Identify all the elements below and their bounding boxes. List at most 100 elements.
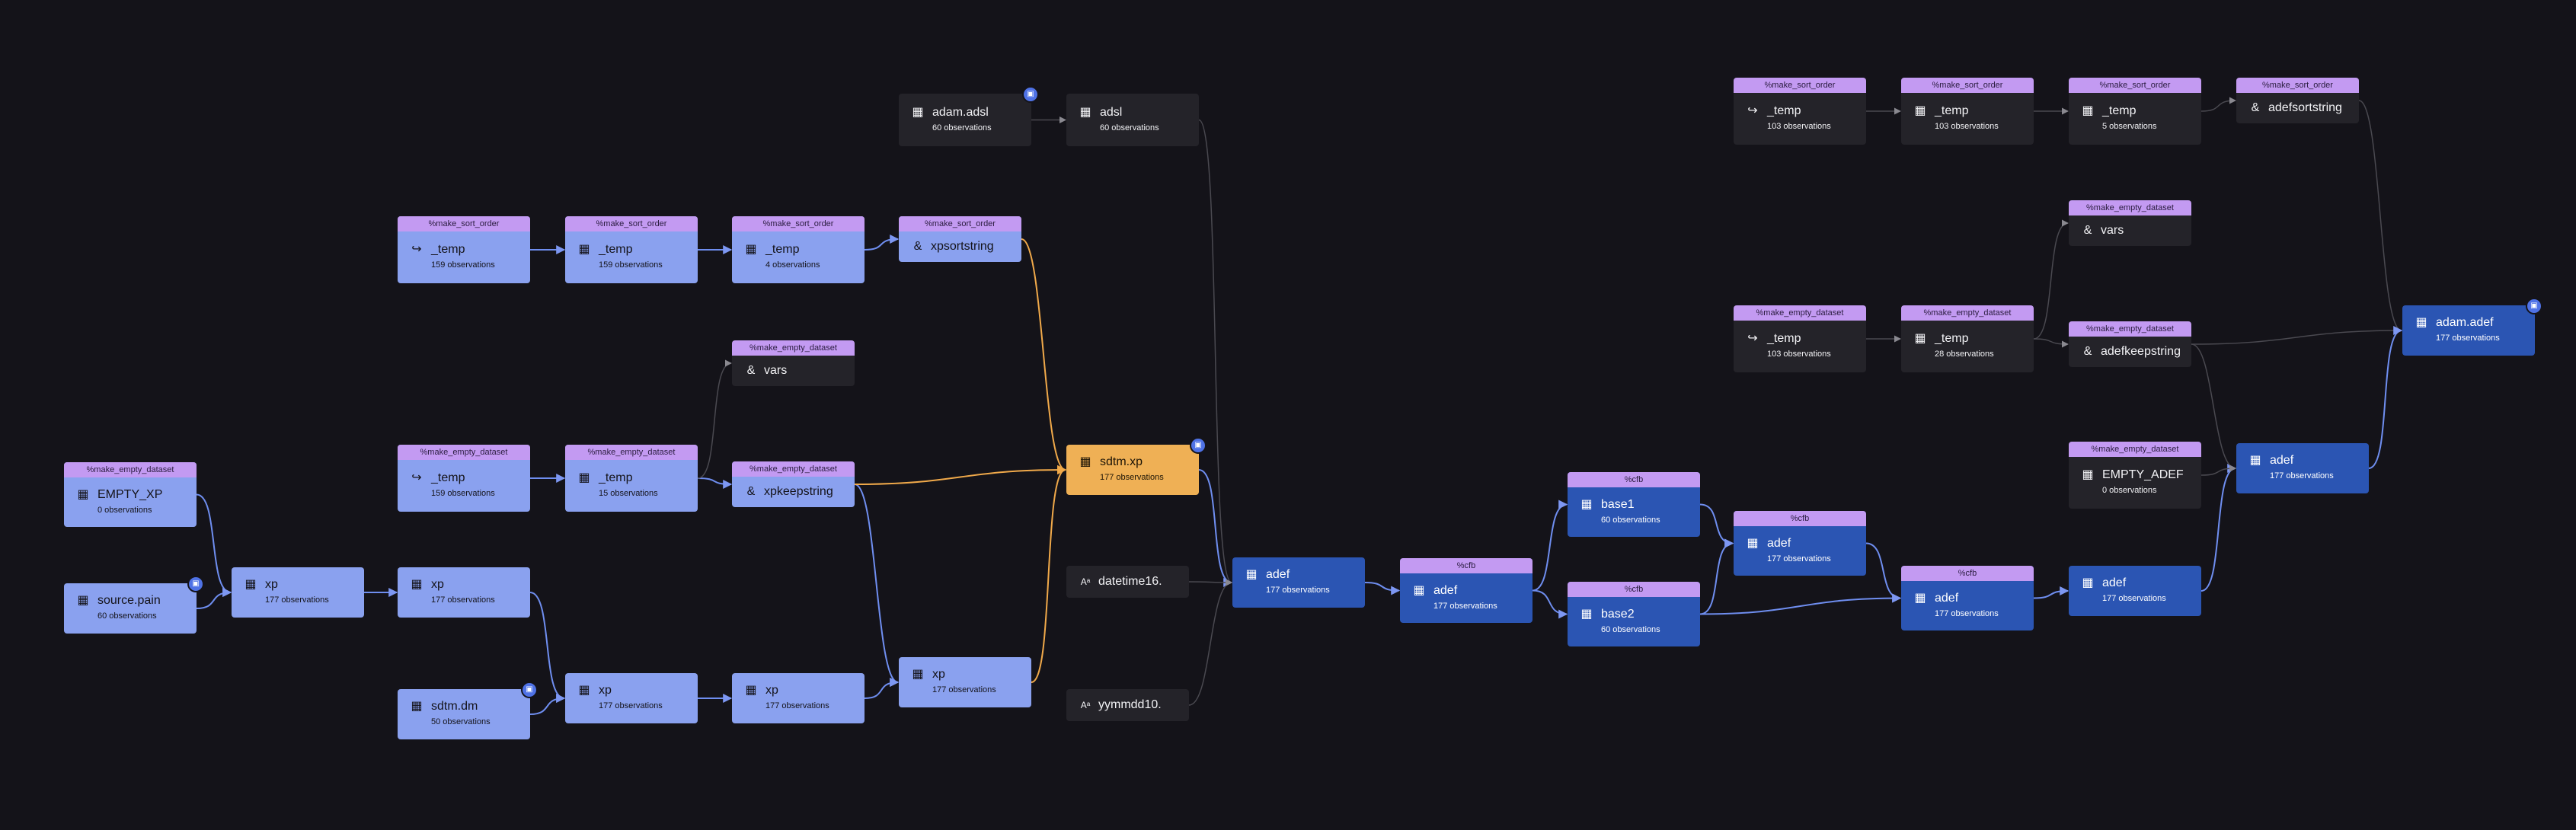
save-icon: ▣ [1190, 437, 1207, 454]
node-observations: 60 observations [1601, 625, 1660, 634]
table-icon: ▦ [745, 684, 757, 697]
edge-n11-n16 [864, 235, 900, 251]
format-icon: Aᵃ [1080, 700, 1091, 710]
table-icon: ▦ [578, 471, 590, 484]
node-xpkeepstring[interactable]: %make_empty_dataset&xpkeepstring [732, 461, 855, 507]
node-name: xp [932, 668, 945, 681]
node-name: _temp [1767, 104, 1801, 117]
table-icon: ▦ [578, 684, 590, 697]
node-observations: 60 observations [97, 611, 157, 621]
ampersand-icon: & [746, 364, 756, 377]
edge-n31-n33 [2033, 219, 2069, 340]
node-observations: 177 observations [1266, 586, 1330, 595]
node-vars[interactable]: %make_empty_dataset&vars [732, 340, 855, 386]
node-name: _temp [599, 471, 633, 484]
node-observations: 103 observations [1935, 122, 1999, 131]
node-observations: 0 observations [97, 506, 152, 515]
edge-n38-n39 [2368, 326, 2403, 469]
table-icon: ▦ [2249, 454, 2261, 467]
edge-n18-n22 [1198, 119, 1232, 586]
node-observations: 177 observations [1935, 609, 1999, 618]
macro-tag: %make_sort_order [1901, 78, 2034, 93]
node-adefsortstring[interactable]: %make_sort_order&adefsortstring [2236, 78, 2359, 123]
node-observations: 159 observations [431, 260, 495, 270]
node-name: _temp [1767, 332, 1801, 345]
node-name: adefsortstring [2268, 101, 2342, 114]
node-name: xpsortstring [931, 240, 994, 253]
edge-n16-n19 [1021, 238, 1067, 474]
file-import-icon: ↪ [1747, 332, 1758, 345]
edge-n25-n29 [1699, 593, 1902, 615]
node-observations: 177 observations [2102, 594, 2166, 603]
edge-n36-n38 [2200, 464, 2237, 592]
node-xpsortstring[interactable]: %make_sort_order&xpsortstring [899, 216, 1021, 262]
macro-tag: %make_empty_dataset [732, 461, 855, 477]
edge-n21-n22 [1188, 579, 1232, 706]
node-name: _temp [2102, 104, 2137, 117]
node-name: adef [1266, 568, 1290, 581]
node-observations: 177 observations [1767, 554, 1831, 563]
ampersand-icon: & [2083, 345, 2092, 358]
node-observations: 177 observations [1433, 602, 1497, 611]
node-observations: 177 observations [765, 701, 829, 710]
edge-n9-n12 [697, 359, 732, 479]
table-icon: ▦ [2082, 576, 2094, 589]
node-observations: 50 observations [431, 717, 491, 726]
save-icon: ▣ [1022, 86, 1039, 103]
node-observations: 159 observations [431, 489, 495, 498]
node-name: sdtm.dm [431, 700, 478, 713]
node-vars[interactable]: %make_empty_dataset&vars [2069, 200, 2191, 246]
table-icon: ▦ [1079, 455, 1091, 468]
macro-tag: %make_sort_order [732, 216, 865, 231]
edge-n31-n34 [2033, 338, 2069, 348]
edge-n26-n29 [1865, 542, 1902, 603]
table-icon: ▦ [411, 578, 423, 591]
node-name: adefkeepstring [2101, 345, 2181, 358]
table-icon: ▦ [1580, 608, 1593, 621]
node-adefkeepstring[interactable]: %make_empty_dataset&adefkeepstring [2069, 321, 2191, 367]
node-name: xp [265, 578, 278, 591]
node-observations: 5 observations [2102, 122, 2157, 131]
node-name: xpkeepstring [764, 485, 833, 498]
node-observations: 60 observations [1100, 123, 1159, 132]
edge-n17-n19 [1031, 465, 1067, 683]
edge-n29-n36 [2033, 586, 2069, 599]
edge-n32-n37 [2200, 97, 2236, 112]
file-import-icon: ↪ [411, 243, 422, 256]
